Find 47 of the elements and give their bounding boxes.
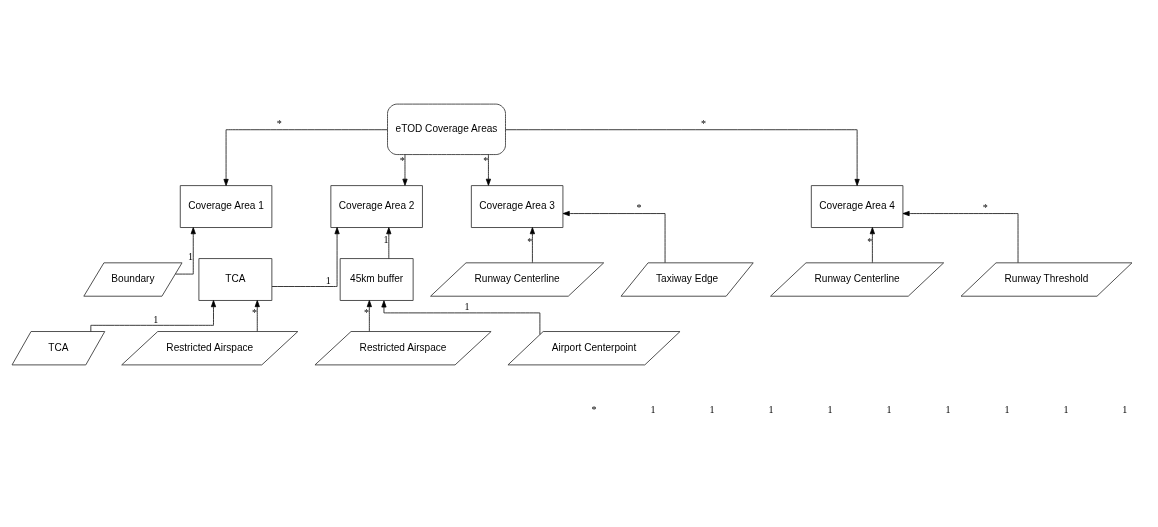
arrow	[402, 153, 408, 186]
label: 1	[1063, 403, 1069, 415]
arrow	[254, 299, 260, 332]
node-box: 45km buffer	[339, 257, 414, 301]
edge-label: 1	[383, 233, 389, 245]
edge-label: 1	[153, 313, 159, 325]
edge-label: *	[700, 117, 706, 129]
label: 1	[945, 403, 951, 415]
arrow	[529, 226, 535, 263]
edge-label: *	[483, 154, 489, 166]
arrow	[562, 210, 666, 263]
arrow	[223, 128, 388, 186]
node-box: Coverage Area 4	[810, 184, 904, 228]
node-box: Coverage Area 3	[470, 184, 564, 228]
label: *	[591, 403, 597, 415]
edge-label: 1	[325, 274, 331, 286]
arrow	[386, 226, 392, 259]
label: 1	[886, 403, 892, 415]
arrow	[271, 226, 340, 287]
label: 1	[1004, 403, 1010, 415]
edge-label: *	[527, 235, 533, 247]
edge-label: *	[867, 235, 873, 247]
arrow	[90, 299, 217, 332]
arrow	[175, 226, 196, 274]
edge-label: *	[364, 306, 370, 318]
edge-label: *	[399, 154, 405, 166]
label: 1	[709, 403, 715, 415]
arrow	[485, 153, 491, 186]
label: 1	[827, 403, 833, 415]
node-box: TCA	[198, 257, 273, 301]
edge-label: *	[276, 117, 282, 129]
edge-label: *	[982, 201, 988, 213]
node-box: eTOD Coverage Areas	[387, 103, 506, 155]
arrow	[366, 299, 372, 332]
arrow	[869, 226, 875, 263]
arrow	[902, 210, 1019, 263]
arrow	[381, 299, 541, 335]
edge-label: 1	[464, 300, 470, 312]
label: 1	[650, 403, 656, 415]
node-box: Coverage Area 2	[330, 184, 423, 228]
edge-label: *	[636, 201, 642, 213]
label: 1	[768, 403, 774, 415]
arrow	[505, 128, 860, 186]
node-box: Coverage Area 1	[179, 184, 273, 228]
edge-label: *	[252, 306, 258, 318]
label: 1	[1122, 403, 1128, 415]
edge-label: 1	[188, 250, 194, 262]
